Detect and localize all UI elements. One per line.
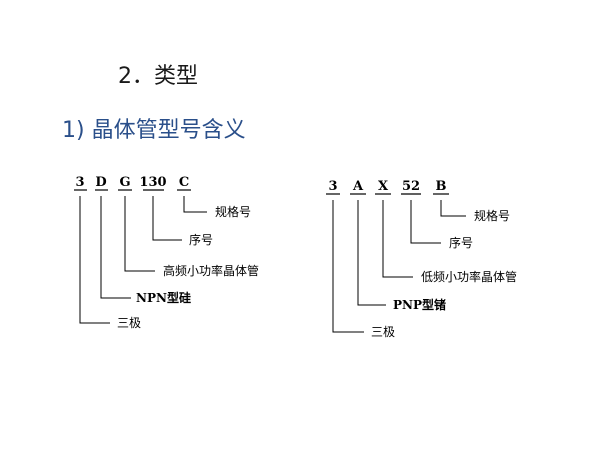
leader-line-4 xyxy=(152,196,182,241)
meaning-1: 三极 xyxy=(117,316,141,330)
meaning-3: 高频小功率晶体管 xyxy=(163,263,259,278)
subsection-heading: 1) 晶体管型号含义 xyxy=(62,118,246,143)
meaning-1: 三极 xyxy=(371,325,395,339)
leader-line-2 xyxy=(357,200,386,306)
leader-line-3 xyxy=(382,200,413,278)
code-part-5: B xyxy=(436,179,447,194)
leader-line-5 xyxy=(440,200,466,217)
code-part-1: 3 xyxy=(328,179,337,194)
meaning-5: 规格号 xyxy=(474,208,510,223)
code-part-3: X xyxy=(378,179,389,194)
meaning-5: 规格号 xyxy=(215,204,251,219)
leader-line-1 xyxy=(332,200,364,333)
leader-line-2 xyxy=(100,196,131,299)
code-part-2: D xyxy=(95,175,106,190)
meaning-4: 序号 xyxy=(189,232,213,247)
diagram-3ax52b: 3 A X 52 B 三极 PNP型锗 低频小功率晶体管 序号 规格号 xyxy=(326,179,517,339)
leader-line-3 xyxy=(124,196,155,272)
code-part-5: C xyxy=(179,175,189,190)
code-part-3: G xyxy=(119,175,130,190)
code-part-1: 3 xyxy=(75,175,84,190)
meaning-2: NPN型硅 xyxy=(136,290,191,305)
diagram-3dg130c: 3 D G 130 C 三极 NPN型硅 高频小功率晶体管 序号 规格号 xyxy=(74,175,259,330)
code-part-2: A xyxy=(352,179,364,194)
code-part-4: 52 xyxy=(402,179,420,194)
section-heading: 2．类型 xyxy=(118,64,198,89)
leader-line-5 xyxy=(183,196,207,213)
meaning-2: PNP型锗 xyxy=(393,297,446,312)
meaning-4: 序号 xyxy=(449,235,473,250)
leader-line-4 xyxy=(410,200,441,244)
code-part-4: 130 xyxy=(139,175,166,190)
leader-line-1 xyxy=(79,196,110,324)
meaning-3: 低频小功率晶体管 xyxy=(421,269,517,284)
